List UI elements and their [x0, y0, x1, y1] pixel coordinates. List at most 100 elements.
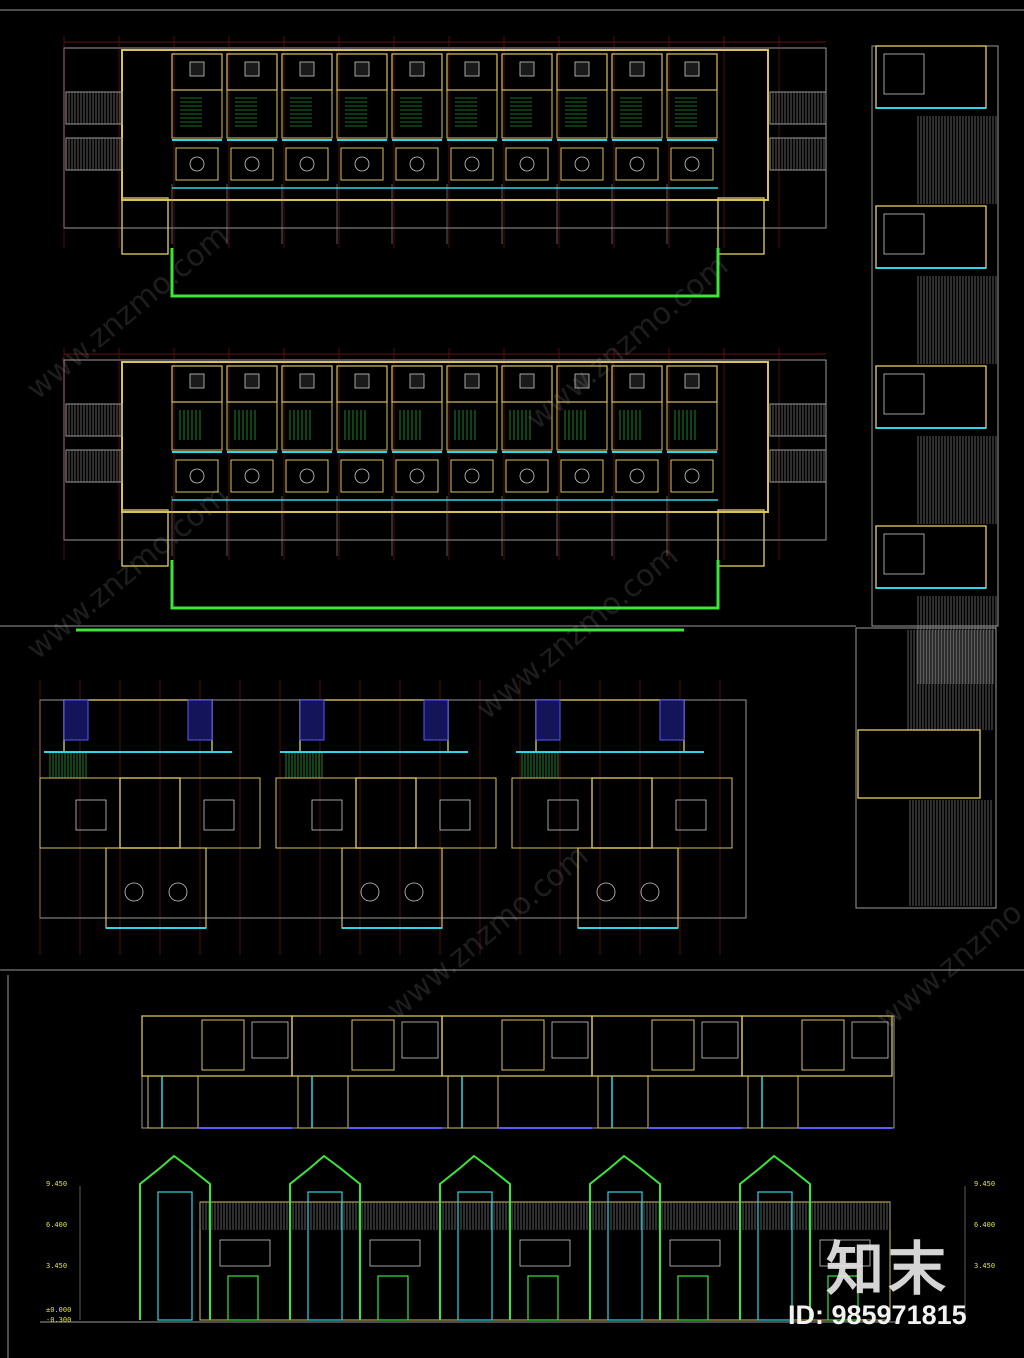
- entrance-door: [827, 1275, 859, 1321]
- furniture-symbol: [574, 373, 590, 389]
- furniture-symbol: [299, 61, 315, 77]
- room-outline: [591, 777, 653, 849]
- room-outline: [230, 147, 274, 181]
- room-outline: [556, 89, 608, 139]
- room-outline: [450, 459, 494, 493]
- building-wall: [121, 361, 769, 513]
- furniture-symbol: [519, 373, 535, 389]
- room-outline: [340, 459, 384, 493]
- furniture-symbol: [464, 156, 480, 172]
- tower-column: [457, 1191, 493, 1321]
- room-outline: [875, 45, 987, 109]
- room-outline: [226, 89, 278, 139]
- room-outline: [446, 89, 498, 139]
- furniture-symbol: [354, 156, 370, 172]
- level-label: 3.450: [46, 1262, 68, 1270]
- tower-column: [757, 1191, 793, 1321]
- room-outline: [505, 147, 549, 181]
- room-outline: [857, 729, 981, 799]
- level-label: -0.300: [46, 1316, 72, 1324]
- furniture-symbol: [547, 799, 579, 831]
- roof-outline: [659, 699, 685, 741]
- room-outline: [285, 459, 329, 493]
- entrance-door: [527, 1275, 559, 1321]
- tower-column: [607, 1191, 643, 1321]
- furniture-symbol: [354, 373, 370, 389]
- furniture-symbol: [401, 1021, 439, 1059]
- furniture-symbol: [596, 882, 616, 902]
- room-outline: [597, 1075, 649, 1129]
- room-outline: [395, 459, 439, 493]
- room-outline: [670, 147, 714, 181]
- room-outline: [230, 459, 274, 493]
- furniture-symbol: [883, 53, 925, 95]
- room-outline: [391, 89, 443, 139]
- room-outline: [505, 459, 549, 493]
- room-outline: [801, 1019, 845, 1071]
- furniture-symbol: [244, 468, 260, 484]
- room-outline: [651, 1019, 695, 1071]
- furniture-symbol: [629, 373, 645, 389]
- furniture-symbol: [409, 156, 425, 172]
- furniture-symbol: [464, 61, 480, 77]
- site-boundary: [170, 560, 720, 610]
- room-outline: [285, 147, 329, 181]
- furniture-symbol: [701, 1021, 739, 1059]
- furniture-symbol: [629, 156, 645, 172]
- room-outline: [611, 89, 663, 139]
- furniture-symbol: [360, 882, 380, 902]
- window-frame: [669, 1239, 721, 1267]
- window-frame: [819, 1239, 871, 1267]
- room-outline: [611, 401, 663, 451]
- furniture-symbol: [519, 468, 535, 484]
- level-label: 6.400: [46, 1221, 68, 1229]
- roof-outline: [423, 699, 449, 741]
- tower-column: [157, 1191, 193, 1321]
- room-outline: [355, 777, 417, 849]
- room-outline: [615, 147, 659, 181]
- room-outline: [666, 89, 718, 139]
- furniture-symbol: [244, 156, 260, 172]
- furniture-symbol: [299, 468, 315, 484]
- furniture-symbol: [244, 373, 260, 389]
- room-outline: [717, 509, 765, 567]
- level-label: 9.450: [974, 1180, 996, 1188]
- room-outline: [747, 1075, 799, 1129]
- level-label: 9.450: [46, 1180, 68, 1188]
- entrance-door: [227, 1275, 259, 1321]
- stair-block: [65, 91, 123, 125]
- furniture-symbol: [124, 882, 144, 902]
- room-outline: [179, 777, 261, 849]
- entrance-door: [377, 1275, 409, 1321]
- furniture-symbol: [409, 61, 425, 77]
- level-label: 3.450: [974, 1262, 996, 1270]
- room-outline: [281, 89, 333, 139]
- furniture-symbol: [574, 156, 590, 172]
- roof-outline: [187, 699, 213, 741]
- site-boundary: [170, 248, 720, 298]
- stair-block: [769, 403, 827, 437]
- room-outline: [501, 401, 553, 451]
- furniture-symbol: [311, 799, 343, 831]
- furniture-symbol: [75, 799, 107, 831]
- furniture-symbol: [519, 156, 535, 172]
- room-outline: [105, 847, 207, 929]
- room-outline: [171, 401, 223, 451]
- furniture-symbol: [464, 373, 480, 389]
- room-outline: [121, 509, 169, 567]
- room-outline: [415, 777, 497, 849]
- furniture-symbol: [675, 799, 707, 831]
- room-outline: [446, 401, 498, 451]
- room-outline: [741, 1015, 893, 1077]
- room-outline: [447, 1075, 499, 1129]
- furniture-symbol: [684, 373, 700, 389]
- room-outline: [591, 1015, 743, 1077]
- furniture-symbol: [203, 799, 235, 831]
- room-outline: [670, 459, 714, 493]
- window-frame: [369, 1239, 421, 1267]
- room-outline: [560, 147, 604, 181]
- furniture-symbol: [189, 156, 205, 172]
- furniture-symbol: [244, 61, 260, 77]
- room-outline: [336, 89, 388, 139]
- stair-block: [769, 449, 827, 483]
